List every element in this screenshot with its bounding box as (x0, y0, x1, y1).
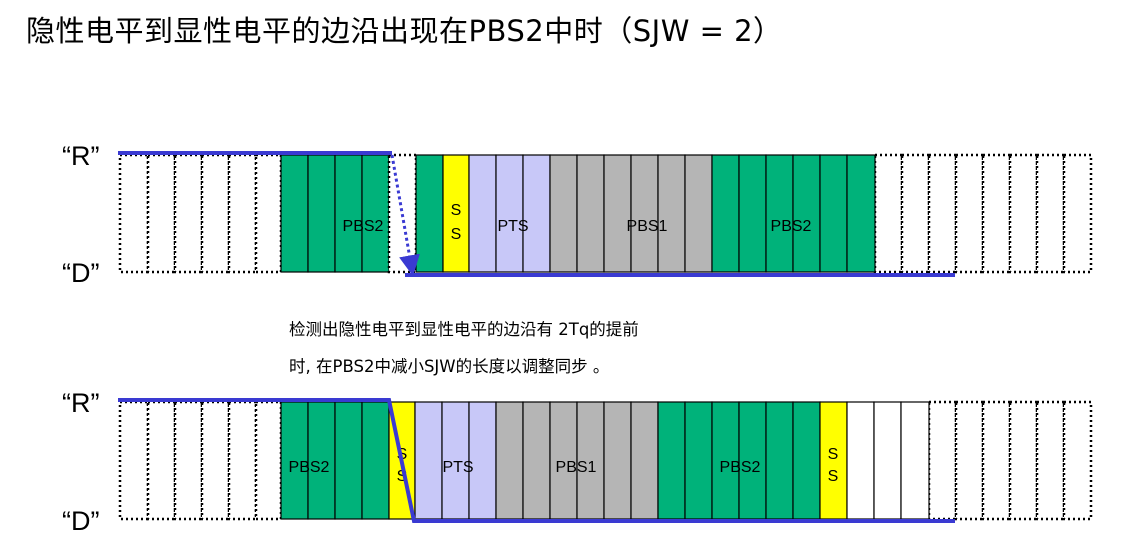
level-label-recessive: “R” (62, 388, 99, 418)
segment-next-bit (415, 154, 876, 273)
shortened-quanta (387, 153, 418, 274)
segment-label-ss-top: S (828, 446, 839, 463)
segment-label-ss-bottom: S (828, 468, 839, 485)
segment-label: PBS2 (771, 218, 812, 235)
segment-pbs2-first (280, 154, 390, 273)
note-line-1: 检测出隐性电平到显性电平的边沿有 2Tq的提前 (289, 320, 639, 339)
level-label-dominant: “D” (62, 506, 99, 536)
segment-label: PBS2 (720, 459, 761, 476)
level-label-recessive: “R” (62, 141, 99, 171)
segment-label-ss-top: S (451, 202, 462, 219)
segment-label: PBS1 (627, 218, 668, 235)
segment-label: PTS (497, 218, 528, 235)
signal-waveform-2 (118, 398, 955, 523)
timing-diagram-1: “R” “D” PBS2 S S PTS PBS1 PBS2 (62, 141, 1093, 288)
outline-cells-left-2 (118, 400, 283, 521)
segment-label: PTS (442, 459, 473, 476)
signal-waveform-1 (118, 151, 955, 277)
outline-cells-right-1 (873, 153, 1093, 274)
note-line-2: 时, 在PBS2中减小SJW的长度以调整同步 。 (289, 357, 610, 376)
segment-label: PBS2 (289, 459, 330, 476)
page-title: 隐性电平到显性电平的边沿出现在PBS2中时（SJW = 2） (26, 14, 783, 48)
segment-label: PBS1 (556, 459, 597, 476)
segment-label: PBS2 (343, 218, 384, 235)
segment-label-ss-bottom: S (397, 468, 408, 485)
segment-label-ss-bottom: S (451, 226, 462, 243)
segment-bits-2 (280, 401, 930, 520)
outline-cells-left-1 (118, 153, 283, 274)
level-label-dominant: “D” (62, 258, 99, 288)
outline-cells-right-2 (927, 400, 1093, 521)
timing-diagram-2: “R” “D” PBS2 S S PTS PBS1 PBS2 S S (62, 388, 1093, 536)
